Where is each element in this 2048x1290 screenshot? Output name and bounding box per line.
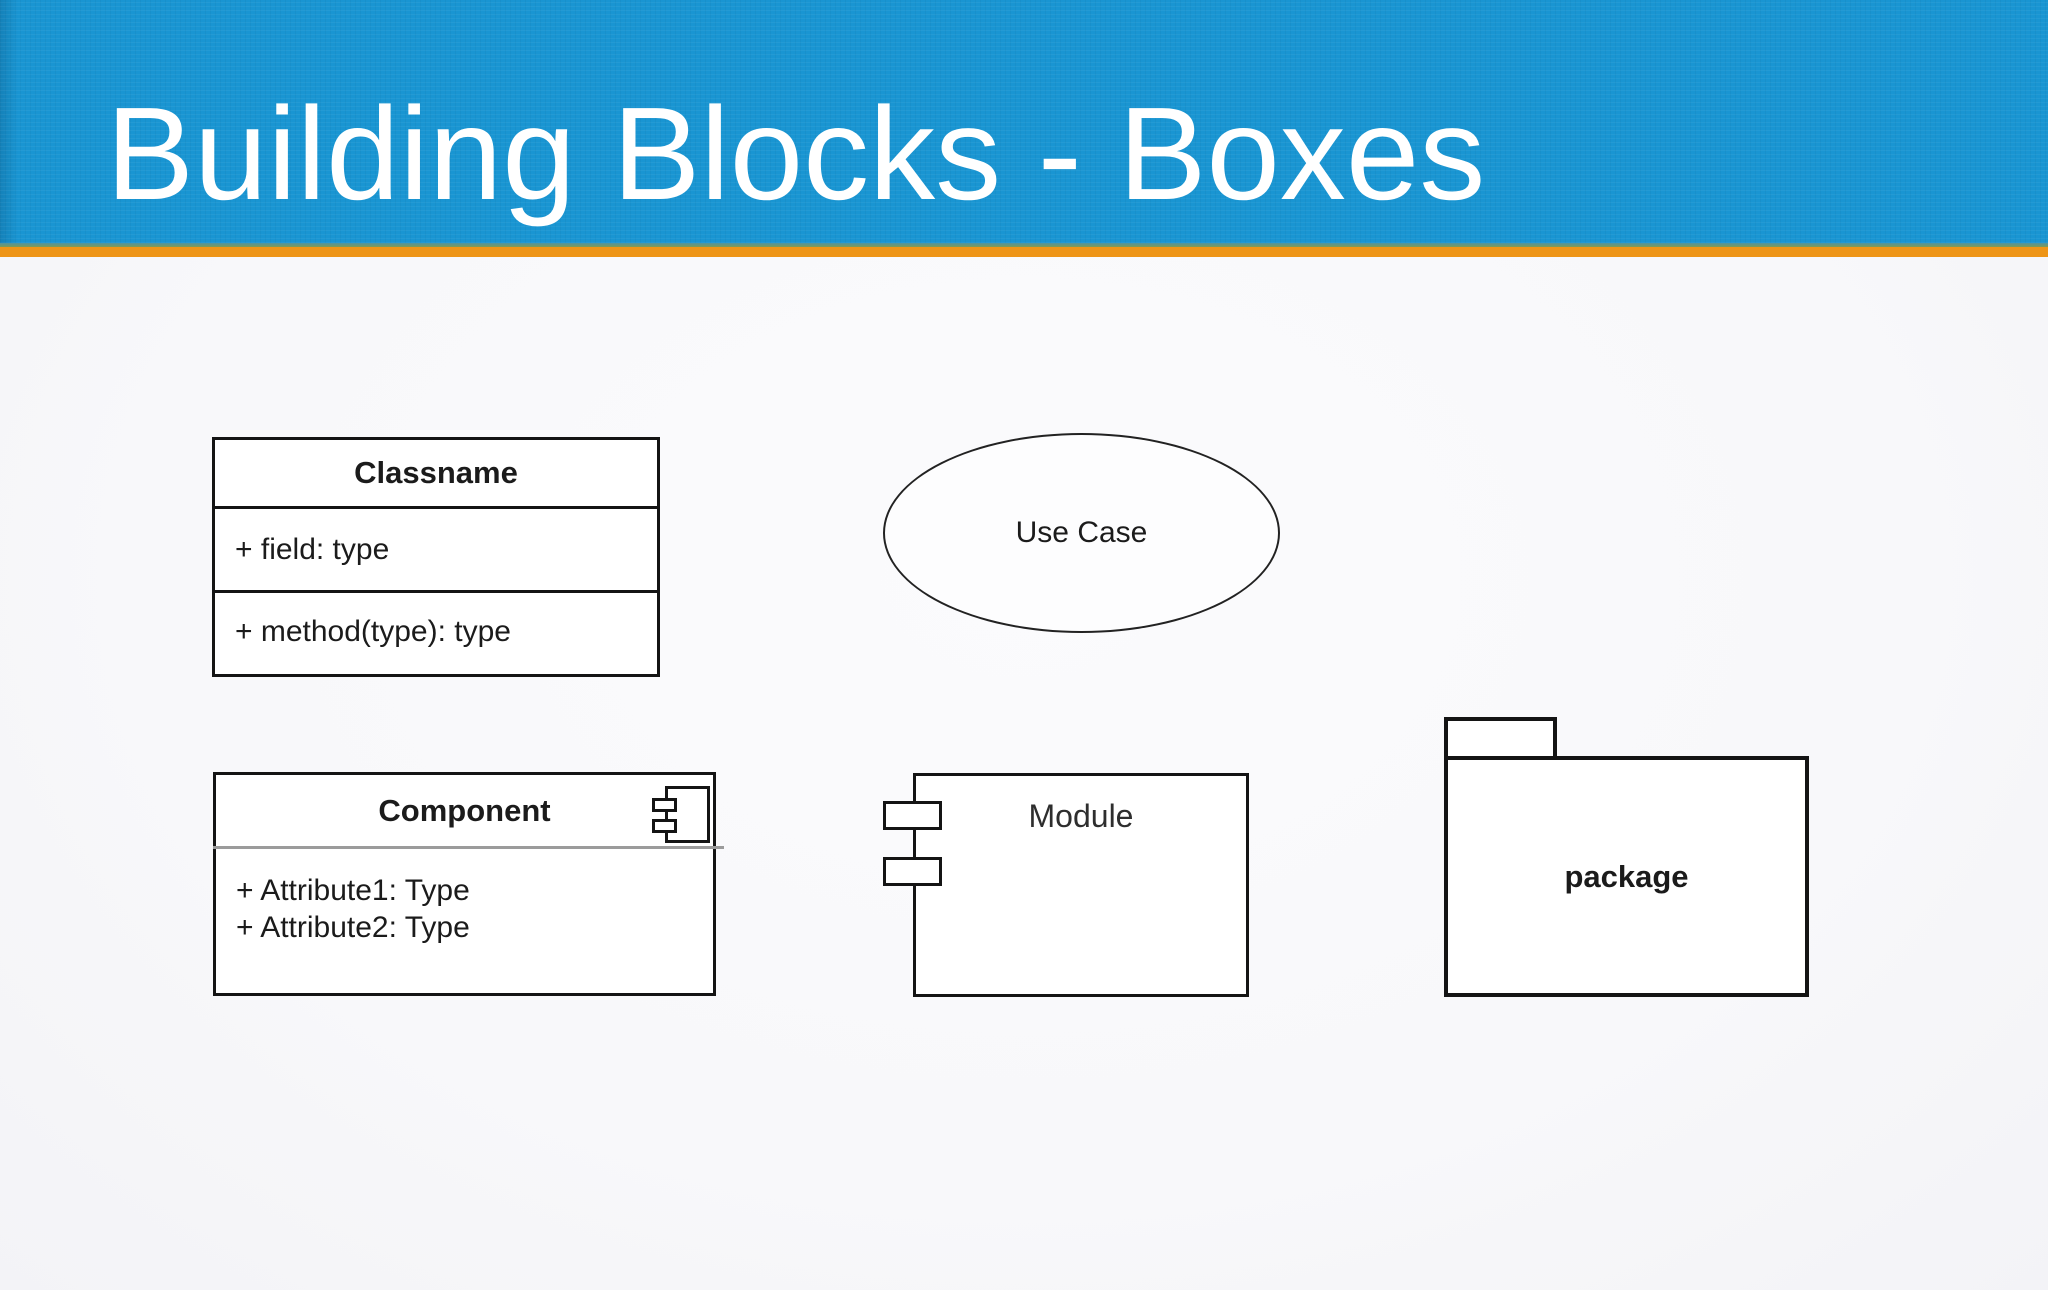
class-method-label: + method(type): type <box>235 615 511 648</box>
uml-class-box: Classname + field: type + method(type): … <box>212 437 660 677</box>
component-divider <box>213 846 724 849</box>
slide-title: Building Blocks - Boxes <box>106 80 1486 227</box>
module-port-icon <box>883 801 942 830</box>
component-icon-port <box>652 819 677 833</box>
component-icon-port <box>652 798 677 812</box>
class-name-label: Classname <box>215 440 657 509</box>
class-field-label: + field: type <box>215 509 657 593</box>
package-body: package <box>1444 756 1809 997</box>
component-icon <box>652 783 716 843</box>
uml-component-box: Component + Attribute1: Type + Attribute… <box>213 772 724 996</box>
uml-module-box: Module <box>883 773 1249 997</box>
accent-bar <box>0 247 2048 257</box>
slide-header: Building Blocks - Boxes <box>0 0 2048 243</box>
component-attribute-2: + Attribute2: Type <box>236 911 470 944</box>
component-name-label: Component <box>378 792 551 828</box>
package-label: package <box>1564 858 1689 894</box>
component-header: Component <box>216 775 713 846</box>
component-icon-body <box>665 786 710 843</box>
use-case-ellipse: Use Case <box>883 433 1280 633</box>
module-label: Module <box>1028 798 1134 834</box>
package-tab <box>1444 717 1557 760</box>
use-case-label: Use Case <box>1015 516 1148 549</box>
component-attributes: + Attribute1: Type + Attribute2: Type <box>216 846 713 946</box>
module-port-icon <box>883 857 942 886</box>
accent-blend-line <box>0 243 2048 247</box>
component-attribute-1: + Attribute1: Type <box>236 874 470 907</box>
